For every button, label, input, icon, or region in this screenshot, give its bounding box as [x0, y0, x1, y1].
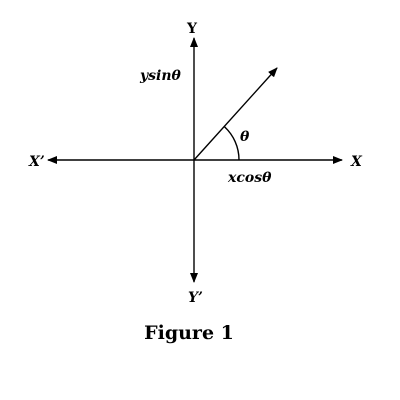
x-axis-negative-label: X’: [28, 154, 45, 170]
angle-label: θ: [240, 129, 250, 145]
x-axis-positive-label: X: [350, 154, 363, 170]
angle-arc: [223, 125, 240, 161]
y-axis-negative-label: Y’: [188, 290, 203, 306]
vector-arrow: [193, 67, 278, 161]
y-axis-positive-label: Y: [186, 21, 198, 37]
y-component-label: ysinθ: [139, 68, 182, 84]
x-component-label: xcosθ: [227, 170, 272, 186]
figure-caption: Figure 1: [144, 322, 234, 344]
